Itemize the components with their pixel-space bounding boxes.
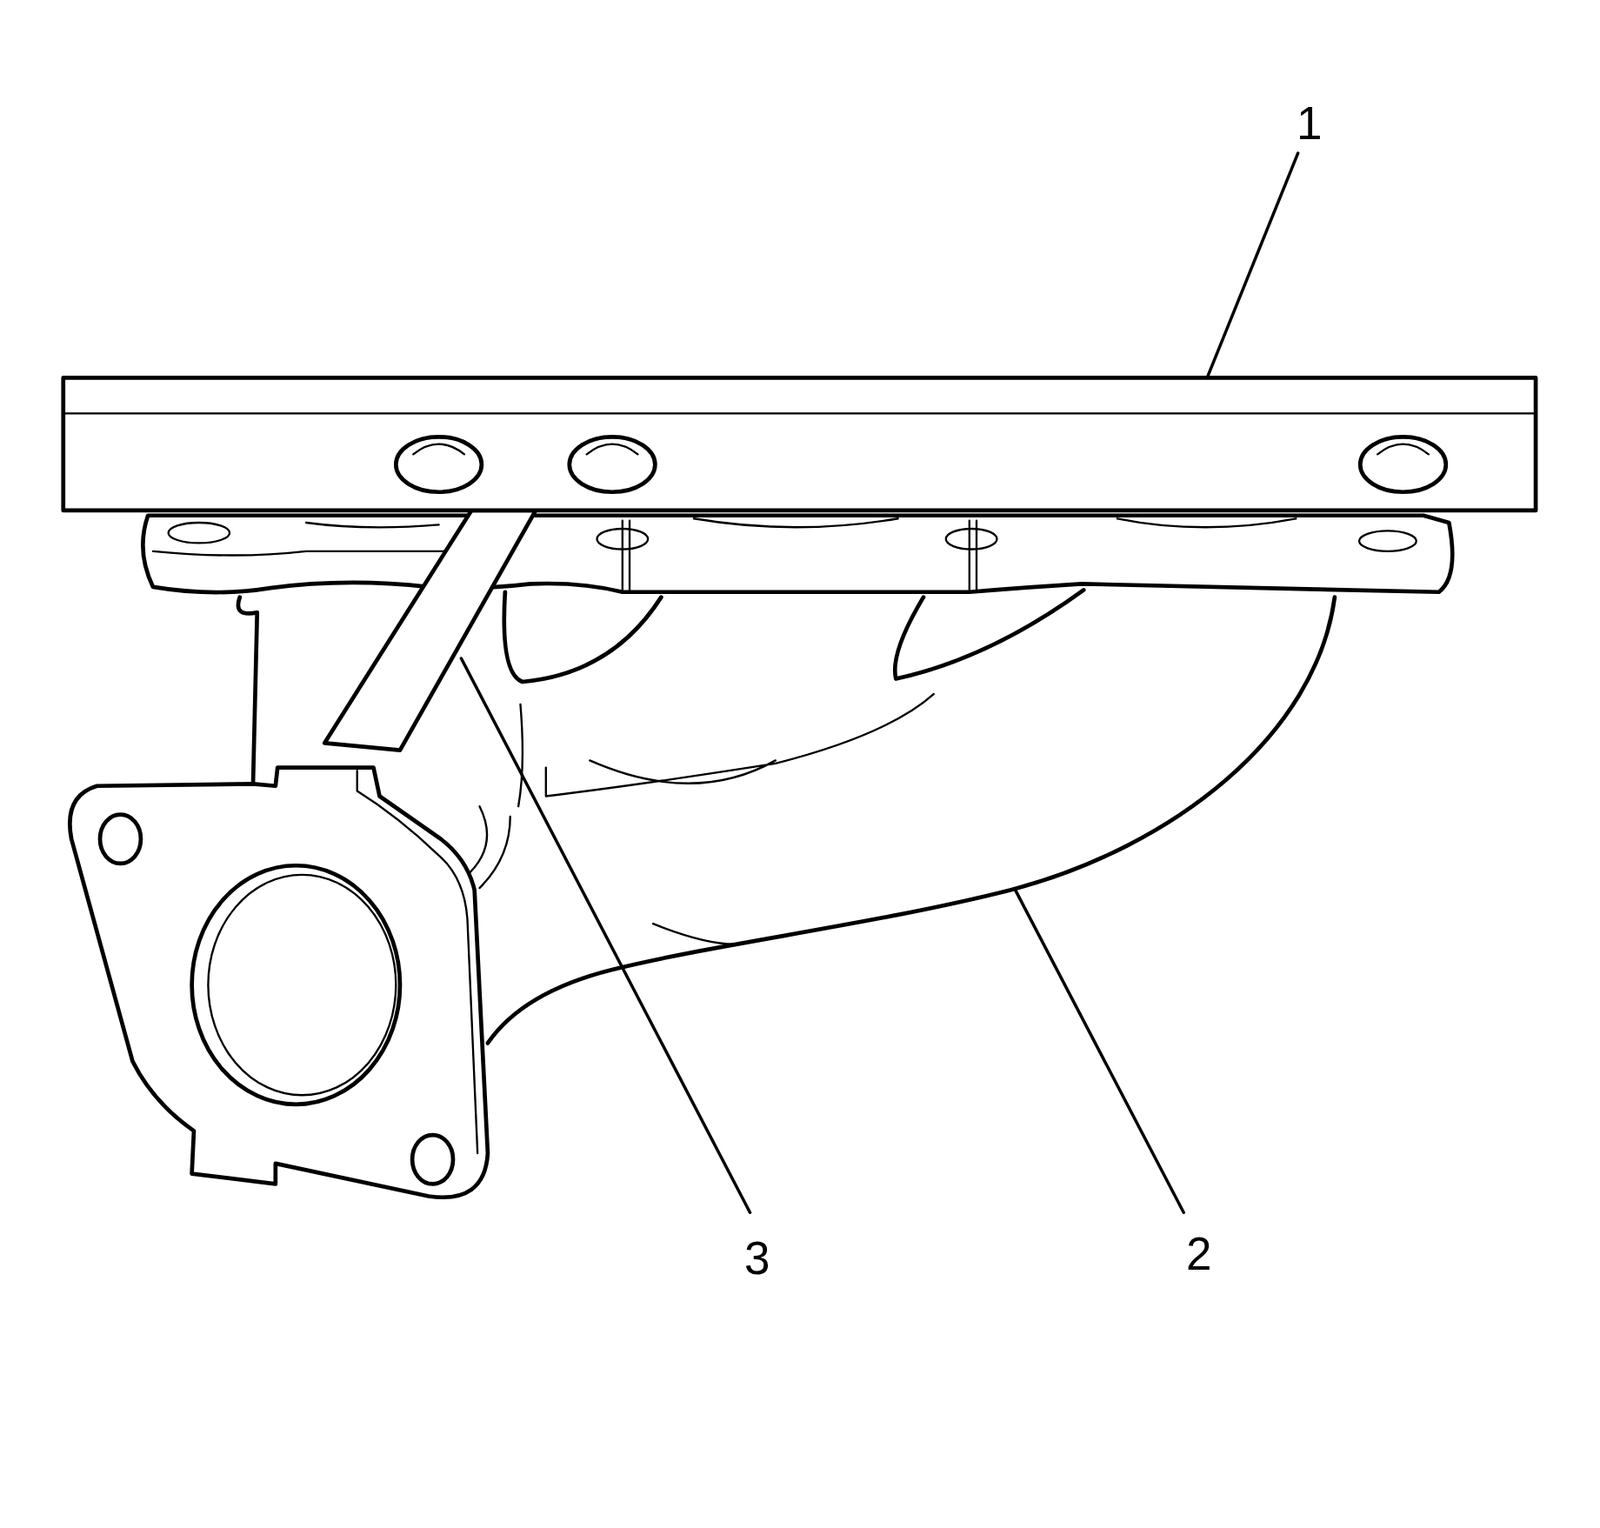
leader-line <box>460 658 750 1213</box>
manifold-body <box>238 597 258 785</box>
bolt-hole <box>412 1134 454 1184</box>
port-outline <box>306 518 1296 527</box>
bar-hole <box>395 436 1447 492</box>
manifold-flange <box>142 515 1453 593</box>
runner <box>894 589 1084 679</box>
leader-line <box>1206 153 1298 378</box>
manifold-body <box>487 597 1335 1044</box>
outlet-flange <box>69 767 488 1198</box>
bolt-hole <box>100 814 141 864</box>
flange-detail <box>153 520 977 593</box>
straightedge-bar <box>63 377 1536 511</box>
callout-number: 2 <box>1186 1230 1212 1277</box>
callout-number: 3 <box>744 1234 770 1281</box>
flange-hole <box>946 528 998 549</box>
runner <box>504 592 662 682</box>
flange-hole <box>168 522 230 543</box>
outlet-port <box>192 865 400 1105</box>
outlet-port <box>207 874 396 1095</box>
leader-line <box>1015 889 1185 1213</box>
flange-hole <box>596 528 648 549</box>
bar-edge <box>63 412 1536 414</box>
callout-number: 1 <box>1296 100 1322 147</box>
body-contour <box>464 693 934 944</box>
tool-strip <box>324 510 536 751</box>
outlet-flange-edge <box>357 770 478 1154</box>
flange-hole <box>1359 530 1417 551</box>
